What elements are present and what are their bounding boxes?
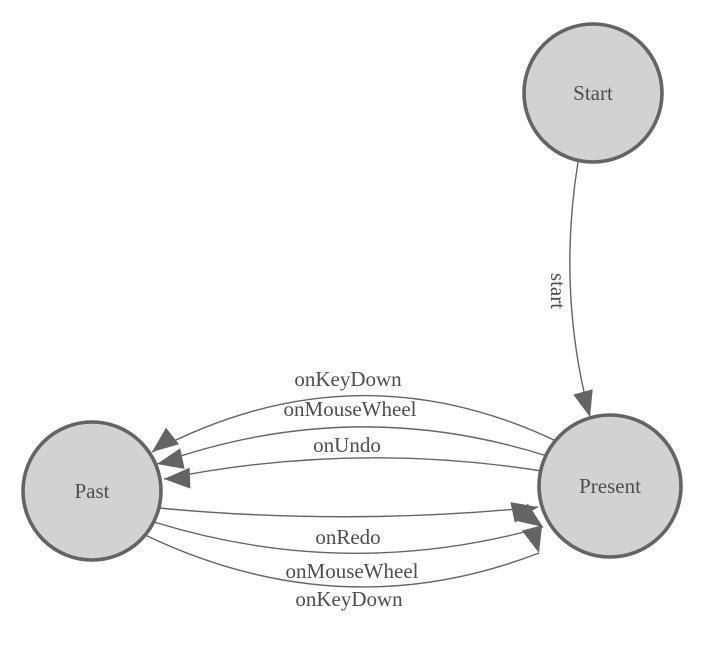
node-start-circle bbox=[522, 22, 664, 164]
node-start-label: Start bbox=[573, 81, 613, 105]
node-start: Start bbox=[522, 22, 664, 164]
node-past-label: Past bbox=[74, 479, 109, 503]
edge-label-onmousewheel-bottom: onMouseWheel bbox=[286, 559, 419, 583]
edge-label-layer: start onKeyDown onMouseWheel onUndo onRe… bbox=[284, 273, 570, 611]
node-layer: Start Present Past bbox=[21, 22, 683, 562]
edge-label-onundo: onUndo bbox=[313, 433, 381, 457]
arrowhead-start-to-present bbox=[573, 389, 593, 417]
edge-past-to-present-onkeydown bbox=[144, 534, 540, 588]
edge-present-to-past-onmousewheel bbox=[156, 426, 548, 465]
edge-start-to-present bbox=[569, 161, 591, 418]
edge-past-to-present-onredo bbox=[158, 506, 539, 518]
node-past: Past bbox=[21, 420, 163, 562]
arrowhead-past-to-present-onkeydown bbox=[521, 525, 543, 553]
node-present-label: Present bbox=[579, 474, 641, 498]
edge-present-to-past-onundo bbox=[163, 457, 543, 480]
node-present-circle bbox=[537, 413, 683, 559]
edge-past-to-present-onmousewheel bbox=[153, 521, 544, 555]
arrowhead-present-to-past-onmousewheel bbox=[157, 448, 185, 469]
arrowhead-present-to-past-onundo bbox=[164, 467, 191, 489]
arrowhead-past-to-present-onmousewheel bbox=[515, 503, 543, 527]
arrowhead-present-to-past-onkeydown bbox=[152, 427, 179, 452]
edge-label-start: start bbox=[546, 273, 570, 309]
edge-label-onkeydown-bottom: onKeyDown bbox=[295, 587, 403, 611]
edge-layer bbox=[144, 161, 593, 588]
node-present: Present bbox=[537, 413, 683, 559]
edge-label-onredo: onRedo bbox=[315, 525, 380, 549]
edge-label-onmousewheel-top: onMouseWheel bbox=[284, 397, 417, 421]
edge-present-to-past-onkeydown bbox=[151, 394, 557, 453]
edge-label-onkeydown-top: onKeyDown bbox=[294, 367, 402, 391]
node-past-circle bbox=[21, 420, 163, 562]
